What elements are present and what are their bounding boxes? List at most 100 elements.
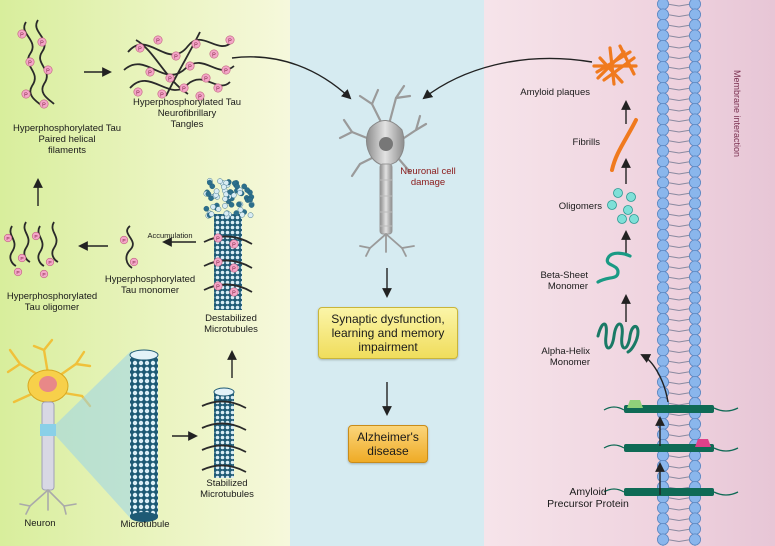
lipid-head xyxy=(657,260,670,273)
lipid-head xyxy=(657,459,670,472)
lipid-head xyxy=(689,501,702,514)
lipid-head xyxy=(657,134,670,147)
lipid-head xyxy=(657,61,670,74)
phospho-marker xyxy=(229,263,239,273)
phospho-marker xyxy=(37,37,47,47)
phospho-letter: P xyxy=(46,68,50,74)
label-membrane-interaction: Membrane interaction xyxy=(732,70,742,158)
tubulin-subunit xyxy=(233,210,240,216)
tubulin-subunit xyxy=(234,183,240,190)
phospho-marker xyxy=(221,65,231,75)
tau-phf-icon xyxy=(23,19,55,107)
lipid-head xyxy=(689,260,702,273)
lipid-head xyxy=(657,533,670,546)
lipid-head xyxy=(657,249,670,262)
lipid-head xyxy=(689,239,702,252)
phospho-letter: P xyxy=(232,290,236,296)
lipid-head xyxy=(689,249,702,262)
phospho-letter: P xyxy=(42,102,46,108)
phospho-marker xyxy=(3,233,13,243)
lipid-head xyxy=(689,165,702,178)
lipid-head xyxy=(689,281,702,294)
phospho-marker xyxy=(191,39,201,49)
phospho-letter: P xyxy=(40,40,44,46)
phospho-marker xyxy=(201,73,211,83)
label-accumulation: Accumulation xyxy=(147,231,193,240)
label-stabilized-mt: Stabilized Microtubules xyxy=(200,478,254,500)
phospho-marker xyxy=(213,257,223,267)
phospho-letter: P xyxy=(28,60,32,66)
lipid-head xyxy=(657,0,669,10)
label-tau-monomer: Hyperphosphorylated Tau monomer xyxy=(104,274,196,296)
lipid-head xyxy=(657,92,670,105)
tubulin-subunit xyxy=(222,203,228,209)
phospho-marker xyxy=(179,83,189,93)
lipid-head xyxy=(657,113,670,126)
phospho-marker xyxy=(229,239,239,249)
lipid-head xyxy=(657,155,670,168)
label-tau-oligomer: Hyperphosphorylated Tau oligomer xyxy=(6,291,98,313)
lipid-head xyxy=(657,281,670,294)
lipid-head xyxy=(689,144,702,157)
tubulin-subunit xyxy=(222,196,228,202)
phospho-marker xyxy=(25,57,35,67)
lipid-head xyxy=(689,270,702,283)
lipid-head xyxy=(689,312,702,325)
lipid-head xyxy=(657,18,670,31)
lipid-head xyxy=(689,134,702,147)
lipid-head xyxy=(657,144,670,157)
lipid-head xyxy=(689,92,702,105)
lipid-head xyxy=(689,0,701,10)
phospho-letter: P xyxy=(232,242,236,248)
lipid-head xyxy=(689,365,702,378)
tubulin-subunit xyxy=(223,210,230,217)
phospho-marker xyxy=(133,87,143,97)
phospho-marker xyxy=(31,231,41,241)
lipid-head xyxy=(657,197,670,210)
lipid-head xyxy=(689,50,702,63)
phospho-marker xyxy=(157,89,167,99)
secretase-green-icon xyxy=(627,400,643,408)
amyloid-arrows xyxy=(621,100,669,495)
phospho-letter: P xyxy=(232,266,236,272)
phospho-letter: P xyxy=(188,64,192,70)
lipid-head xyxy=(689,61,702,74)
synaptic-dysfunction-box: Synaptic dysfunction, learning and memor… xyxy=(318,307,458,359)
tau-monomer-icon: PP xyxy=(119,225,139,269)
lipid-head xyxy=(657,239,670,252)
tubulin-subunit xyxy=(237,206,244,213)
lipid-head xyxy=(657,344,670,357)
lipid-head xyxy=(689,155,702,168)
lipid-head xyxy=(689,218,702,231)
lipid-head xyxy=(689,82,702,95)
lipid-head xyxy=(689,333,702,346)
amyloid-plaque-icon xyxy=(592,44,638,86)
phospho-letter: P xyxy=(228,38,232,44)
lipid-head xyxy=(689,40,702,53)
label-destabilized-mt: Destabilized Microtubules xyxy=(204,313,258,335)
phospho-marker xyxy=(213,83,223,93)
lipid-head xyxy=(657,323,670,336)
phospho-letter: P xyxy=(34,234,38,240)
phospho-letter: P xyxy=(168,76,172,82)
lipid-head xyxy=(689,103,702,116)
phospho-marker xyxy=(209,49,219,59)
lipid-head xyxy=(657,417,670,430)
lipid-head xyxy=(689,228,702,241)
phospho-marker xyxy=(213,233,223,243)
secretase-pink-icon xyxy=(695,439,711,447)
lipid-head xyxy=(689,428,702,441)
label-alpha-helix: Alpha-Helix Monomer xyxy=(541,346,590,368)
lipid-head xyxy=(689,417,702,430)
tubulin-subunit xyxy=(208,211,215,217)
lipid-head xyxy=(657,207,670,220)
lipid-head xyxy=(689,470,702,483)
phospho-letter: P xyxy=(24,92,28,98)
lipid-head xyxy=(689,124,702,137)
label-beta-sheet: Beta-Sheet Monomer xyxy=(540,270,588,292)
phospho-letter: P xyxy=(216,236,220,242)
label-oligomers: Oligomers xyxy=(558,201,602,212)
phospho-marker xyxy=(119,235,129,245)
phospho-letter: P xyxy=(216,284,220,290)
